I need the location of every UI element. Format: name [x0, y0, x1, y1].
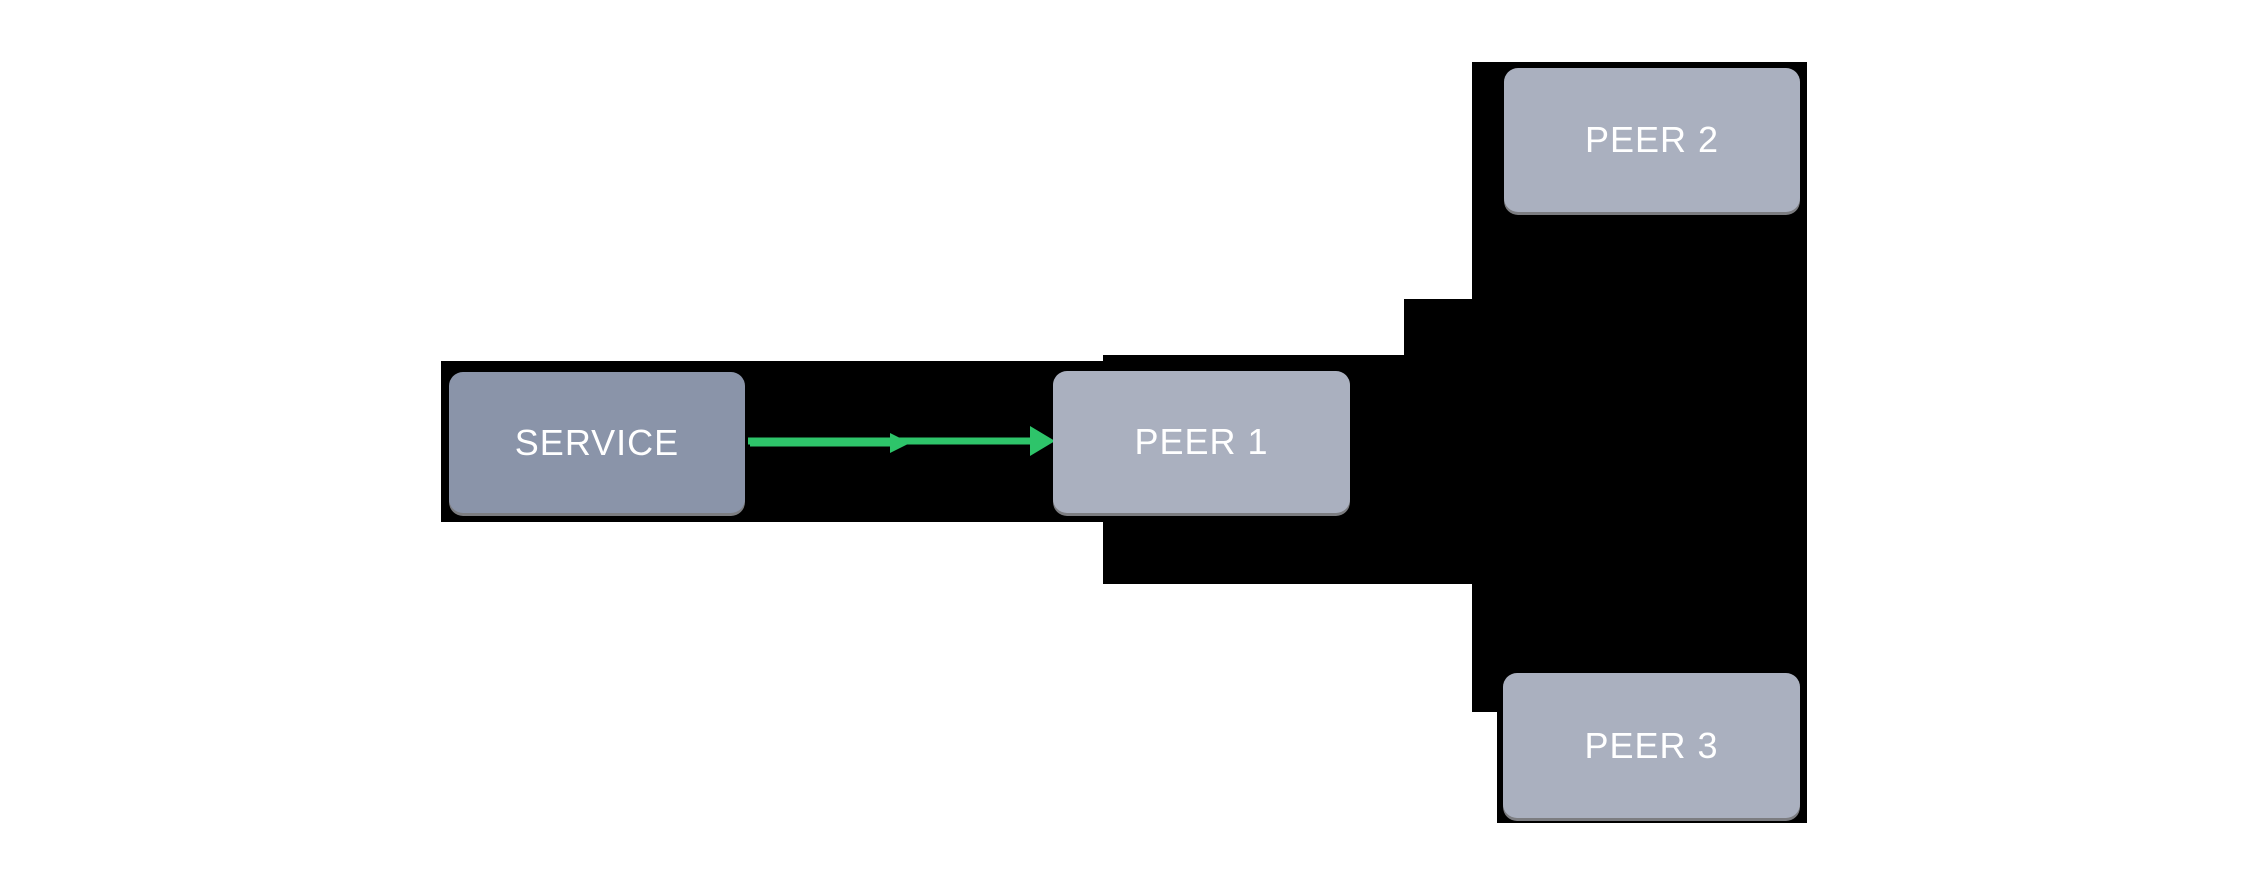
- node-service: SERVICE: [449, 372, 745, 513]
- node-peer-3-label: PEER 3: [1584, 724, 1719, 766]
- node-service-label: SERVICE: [514, 421, 680, 463]
- node-peer-1: PEER 1: [1053, 371, 1350, 513]
- node-peer-2: PEER 2: [1504, 68, 1800, 212]
- node-peer-1-label: PEER 1: [1134, 421, 1269, 462]
- connector-band-peer1-to-peer2: [1404, 299, 1472, 359]
- node-peer-2-label: PEER 2: [1584, 119, 1720, 160]
- node-peer-3: PEER 3: [1503, 673, 1800, 818]
